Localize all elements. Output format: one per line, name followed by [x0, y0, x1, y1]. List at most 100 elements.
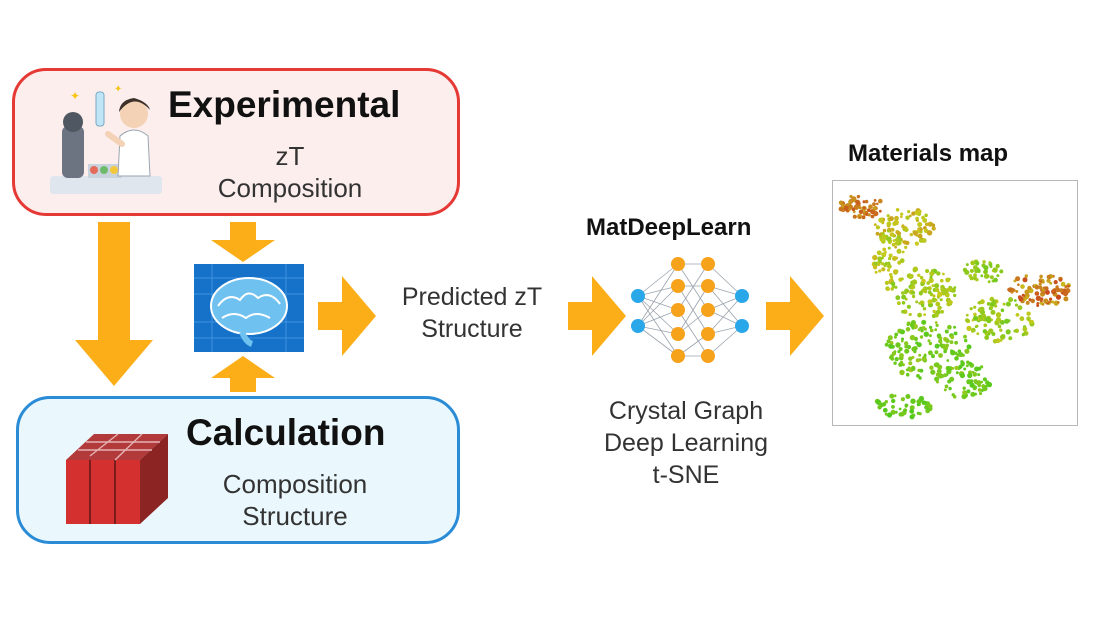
map-point [917, 312, 922, 318]
map-point [906, 344, 912, 350]
map-point [898, 412, 903, 417]
map-point [983, 273, 989, 279]
map-point [943, 349, 947, 354]
map-point [1007, 288, 1011, 292]
map-point [969, 268, 974, 273]
map-point [966, 325, 972, 331]
map-point [1005, 329, 1011, 335]
map-point [907, 210, 911, 214]
map-point [1058, 278, 1063, 282]
map-point [934, 321, 938, 324]
map-point [894, 410, 898, 414]
map-point [887, 246, 891, 250]
map-point [935, 301, 941, 307]
map-point [990, 309, 996, 315]
map-point [934, 328, 938, 332]
map-point [906, 304, 911, 309]
map-point [1013, 329, 1017, 333]
map-point [993, 277, 998, 283]
map-point [945, 277, 951, 283]
map-point [925, 269, 930, 273]
map-point [882, 407, 888, 413]
map-point [921, 278, 926, 284]
map-point [1064, 285, 1068, 289]
map-point [951, 393, 955, 397]
map-point [891, 242, 896, 247]
map-point [884, 400, 888, 404]
map-point [911, 285, 915, 290]
map-point [919, 335, 924, 339]
map-point [999, 328, 1003, 332]
map-point [916, 342, 922, 348]
map-point [983, 265, 989, 271]
map-point [888, 253, 893, 258]
map-point [1017, 283, 1020, 286]
map-point [927, 286, 932, 291]
map-point [893, 350, 897, 354]
map-point [965, 318, 970, 323]
map-point [1007, 319, 1011, 323]
map-point [962, 267, 968, 273]
scatter-points [838, 194, 1071, 420]
map-point [973, 312, 977, 317]
map-point [905, 327, 911, 332]
map-point [1038, 282, 1042, 286]
map-point [937, 364, 943, 370]
map-point [894, 332, 899, 337]
map-point [908, 214, 912, 218]
map-point [911, 413, 916, 418]
map-point [989, 265, 993, 268]
map-point [903, 409, 907, 413]
map-point [927, 339, 931, 343]
map-point [929, 328, 934, 333]
arrow-model-to-map [766, 276, 824, 356]
map-point [969, 307, 973, 311]
map-point [875, 225, 880, 230]
map-point [946, 366, 951, 371]
map-point [1015, 313, 1020, 317]
map-point [1008, 297, 1014, 303]
map-title: Materials map [848, 140, 1009, 167]
map-point [894, 238, 898, 241]
map-point [939, 343, 943, 347]
map-point [881, 234, 887, 240]
map-point [917, 273, 921, 277]
map-point [899, 353, 904, 358]
map-point [986, 381, 993, 388]
neural-network-icon [631, 257, 749, 363]
map-point [995, 263, 1000, 269]
map-point [874, 270, 878, 274]
map-point [932, 294, 936, 298]
map-point [1029, 319, 1034, 324]
map-point [895, 256, 899, 260]
map-point [935, 323, 939, 327]
map-point [946, 359, 950, 362]
map-point [1021, 293, 1025, 297]
map-point [917, 328, 921, 332]
map-point [904, 291, 907, 295]
map-point [873, 223, 877, 226]
map-point [1022, 326, 1028, 332]
map-point [910, 398, 916, 404]
map-point [995, 312, 1002, 318]
map-point [891, 405, 895, 409]
map-point [887, 335, 893, 341]
map-point [889, 232, 895, 237]
map-point [1014, 303, 1019, 307]
map-point [893, 394, 897, 398]
map-point [918, 376, 922, 380]
model-title: MatDeepLearn [586, 214, 752, 241]
map-point [923, 400, 927, 404]
map-point [976, 380, 982, 386]
map-point [965, 313, 969, 317]
map-point [931, 354, 935, 359]
map-point [905, 368, 909, 372]
prediction-line-2: Structure [421, 315, 523, 343]
map-point [912, 268, 916, 272]
map-point [911, 211, 916, 216]
map-point [1026, 296, 1029, 299]
map-point [1034, 291, 1040, 296]
map-point [899, 369, 905, 376]
map-point [988, 261, 992, 264]
